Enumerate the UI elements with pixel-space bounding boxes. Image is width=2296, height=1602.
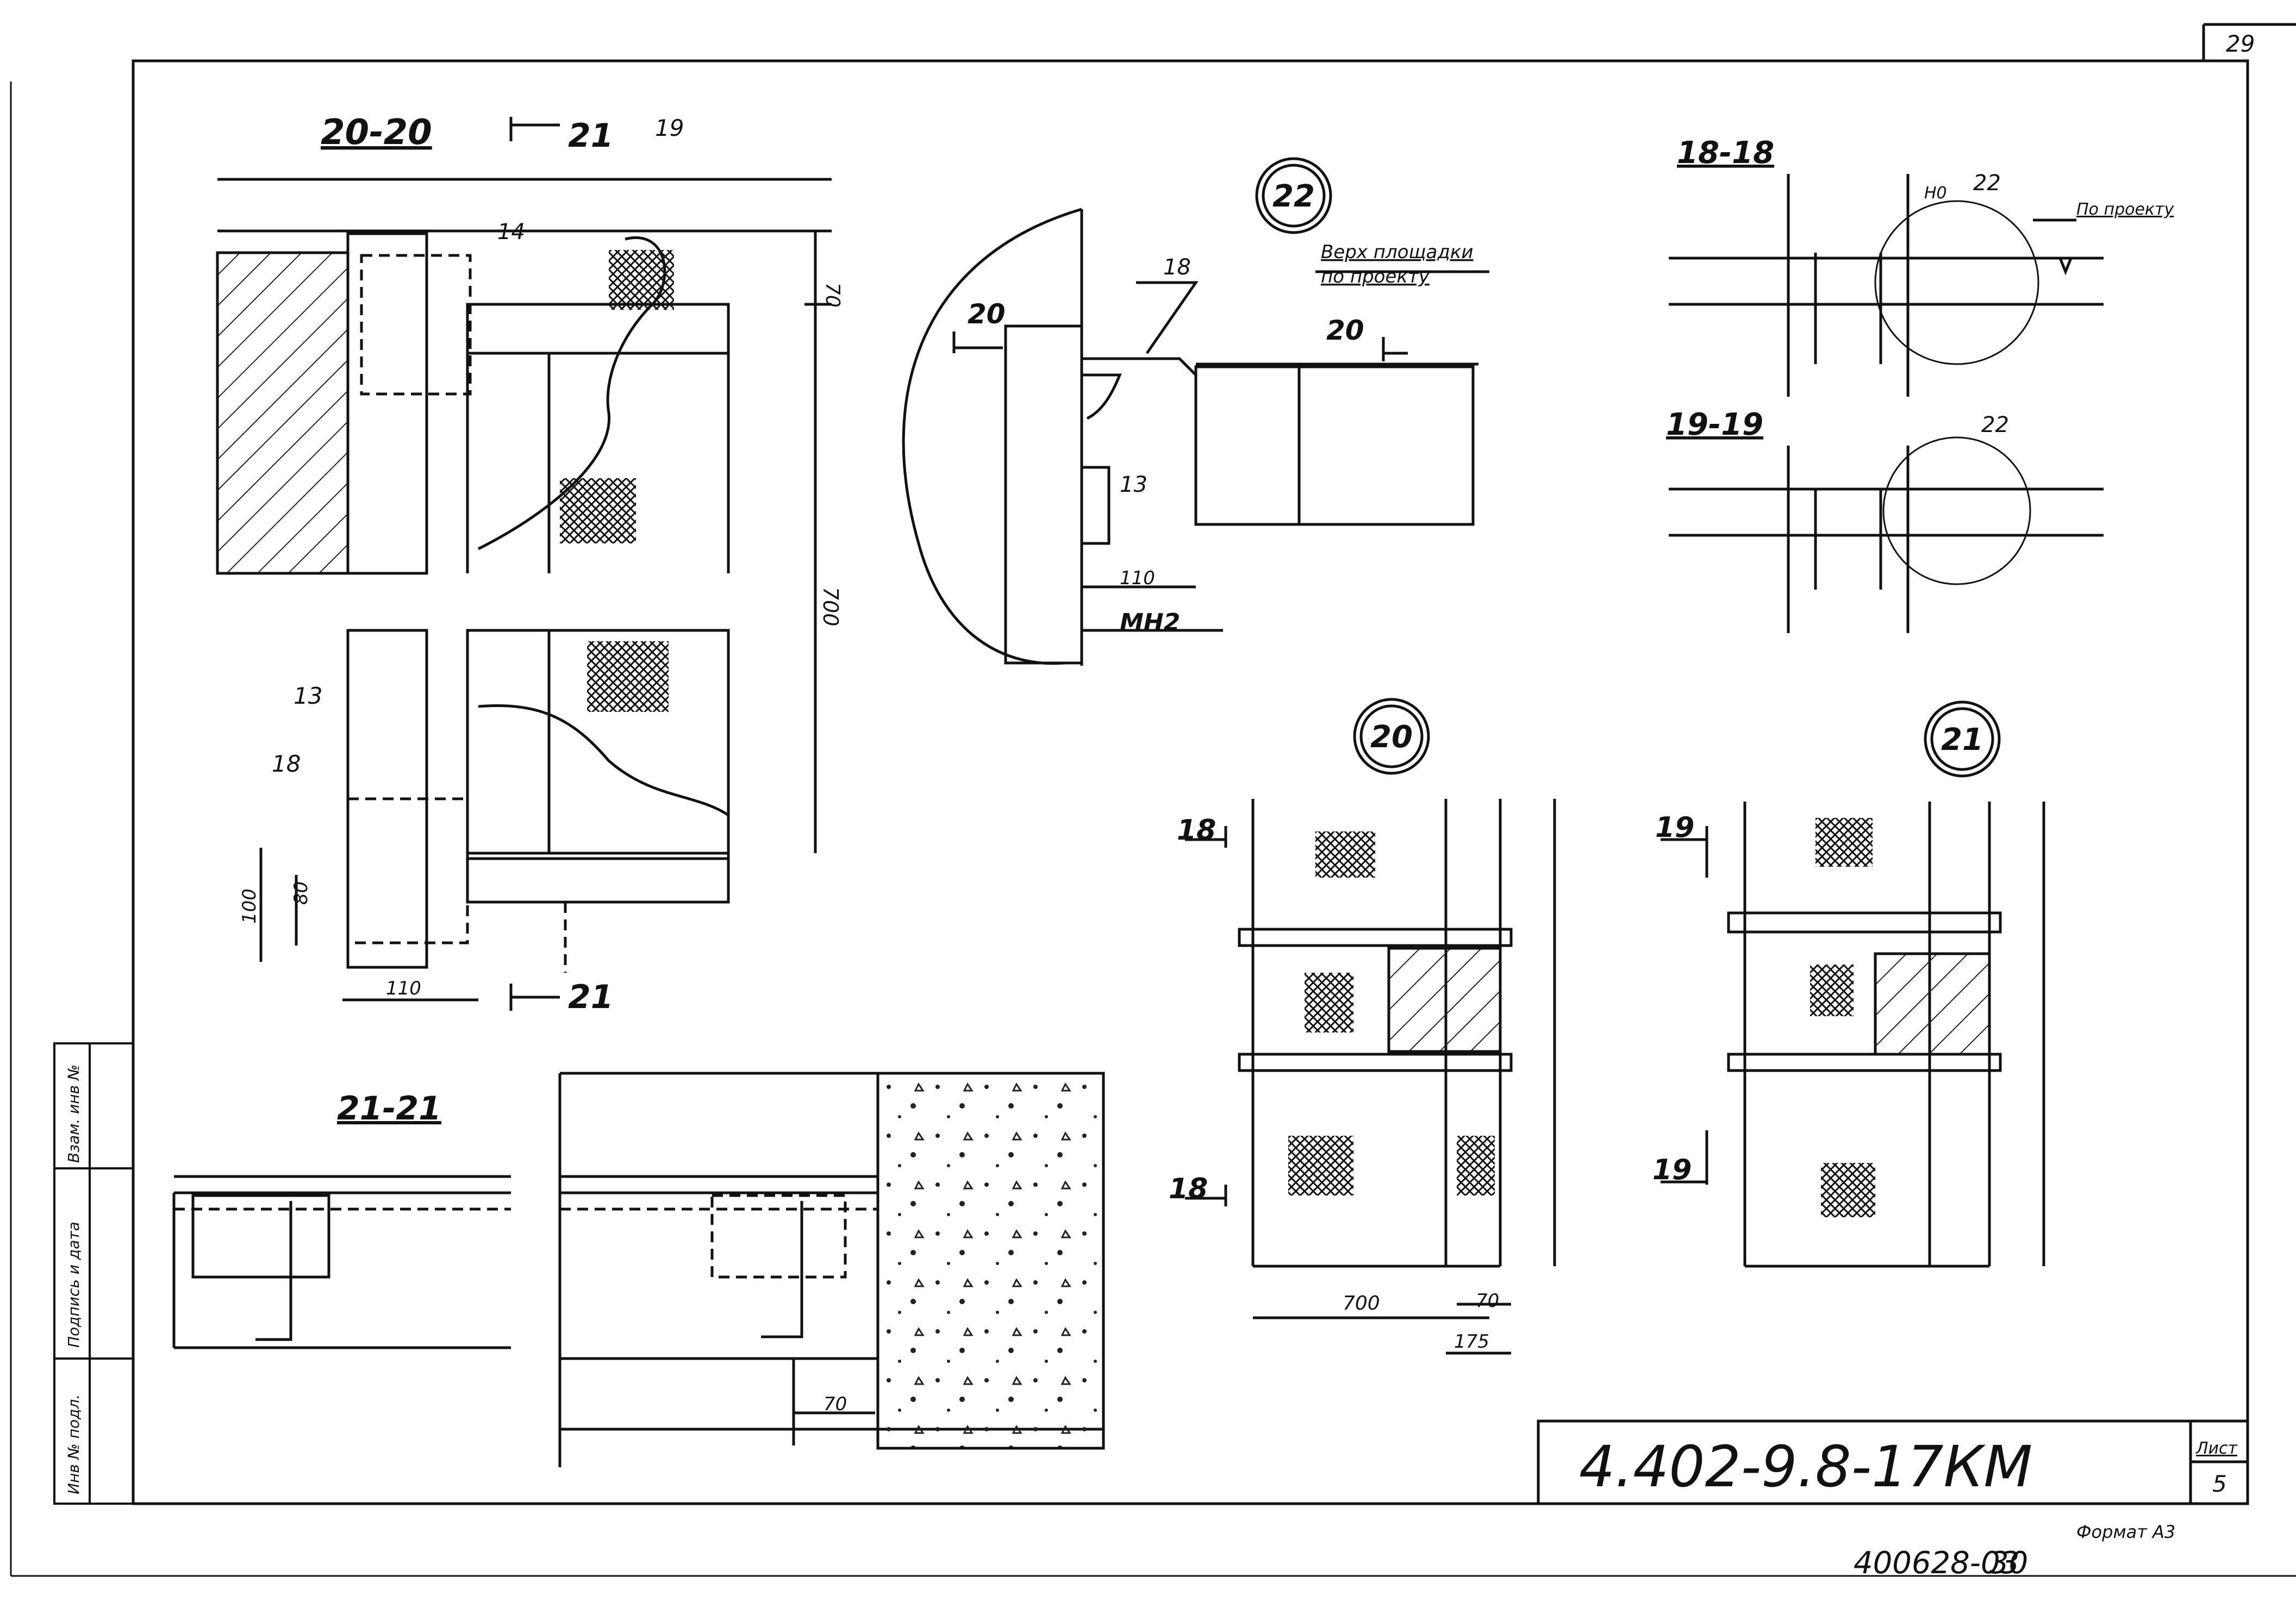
detail-21-cut-mark-bottom: 19	[1652, 1154, 1692, 1186]
detail-22-callout-mn2: МН2	[1120, 609, 1180, 636]
detail-21-drawing	[1661, 700, 2045, 1268]
dim-100: 100	[239, 888, 260, 924]
callout-14: 14	[497, 220, 525, 245]
callout-13: 13	[294, 683, 322, 709]
side-stamp-vzam: Взам. инв №	[65, 1065, 83, 1163]
detail-22-callout-13: 13	[1120, 472, 1147, 497]
section-19-19-drawing	[1669, 436, 2104, 633]
section-21-21-dim-70: 70	[823, 1393, 847, 1415]
section-18-18-note: По проекту	[2076, 200, 2175, 219]
section-19-19-callout-22: 22	[1981, 412, 2009, 437]
page-number: 29	[2226, 30, 2255, 57]
archive-page: 30	[1989, 1545, 2028, 1581]
detail-20-dim-175: 175	[1454, 1331, 1489, 1353]
side-stamp	[53, 1042, 134, 1505]
detail-22-drawing	[902, 157, 1489, 666]
section-19-19-title: 19-19	[1666, 407, 1763, 442]
detail-22-note-line2: по проекту	[1321, 266, 1430, 287]
side-stamp-inv: Инв № подл.	[65, 1394, 83, 1494]
callout-19: 19	[655, 115, 684, 141]
section-20-20-drawing	[216, 117, 832, 1011]
detail-20-dim-700: 700	[1343, 1292, 1380, 1315]
section-20-20-cut-mark-top: 21	[568, 117, 614, 155]
detail-22-cut-mark-2: 20	[1326, 315, 1364, 346]
detail-20-circle-label: 20	[1370, 719, 1413, 755]
sheet-number: 5	[2212, 1470, 2227, 1497]
section-18-18-callout-22: 22	[1973, 171, 2001, 196]
detail-20-dim-70: 70	[1476, 1290, 1499, 1312]
format-note: Формат А3	[2076, 1522, 2175, 1542]
section-18-18-dim-h0: Н0	[1924, 184, 1947, 203]
archive-number: 400628-03	[1854, 1545, 2019, 1581]
side-stamp-sign: Подпись и дата	[65, 1222, 83, 1348]
detail-22-dim-110: 110	[1120, 567, 1155, 589]
dim-80: 80	[290, 881, 312, 905]
detail-20-cut-mark-bottom: 18	[1169, 1173, 1208, 1205]
section-18-18-drawing	[1669, 174, 2104, 397]
detail-21-cut-mark-top: 19	[1655, 811, 1694, 844]
dim-700: 700	[819, 587, 843, 627]
sheet-label: Лист	[2195, 1439, 2238, 1458]
document-code: 4.402-9.8-17КМ	[1579, 1434, 2032, 1500]
dim-70: 70	[821, 283, 844, 308]
section-21-21-title: 21-21	[337, 1090, 441, 1128]
detail-22-circle-label: 22	[1272, 179, 1315, 214]
sheet-frame	[10, 23, 2296, 1577]
section-20-20-title: 20-20	[321, 112, 432, 153]
section-18-18-title: 18-18	[1677, 135, 1774, 171]
detail-20-cut-mark-top: 18	[1177, 814, 1216, 847]
callout-18: 18	[272, 750, 301, 777]
detail-22-callout-18: 18	[1163, 255, 1191, 280]
title-block	[1537, 1419, 2249, 1505]
dim-110: 110	[386, 978, 421, 999]
section-21-21-drawing	[172, 1072, 1105, 1467]
detail-20-drawing	[1185, 698, 1556, 1355]
detail-22-note-line1: Верх площадки	[1321, 241, 1474, 263]
detail-21-circle-label: 21	[1941, 722, 1983, 758]
section-20-20-cut-mark-bottom: 21	[568, 978, 614, 1016]
detail-22-cut-mark: 20	[968, 298, 1006, 330]
